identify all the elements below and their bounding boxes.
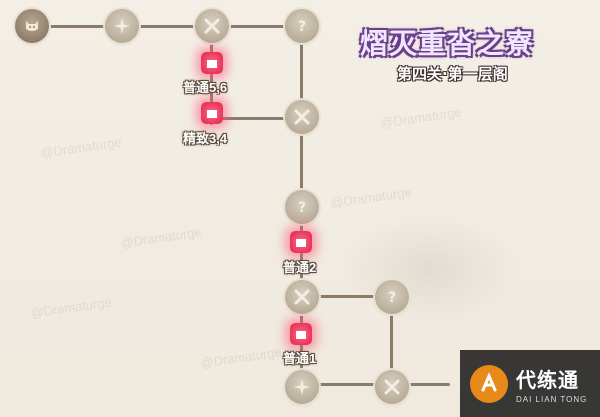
cat-icon: [26, 21, 38, 31]
crossed-swords-icon: [204, 18, 220, 34]
watermark: @Dramaturge: [329, 184, 413, 211]
chest-badge[interactable]: [290, 231, 312, 253]
chest-icon: [296, 331, 306, 339]
path-line: [210, 25, 213, 125]
chest-icon: [207, 60, 217, 68]
watermark: @Dramaturge: [119, 224, 203, 251]
watermark: @Dramaturge: [379, 104, 463, 131]
watermark: @Dramaturge: [199, 344, 283, 371]
site-logo: 代练通 DAI LIAN TONG: [460, 350, 600, 417]
compass-icon: [114, 18, 130, 34]
chest-icon: [207, 110, 217, 118]
crossed-swords-icon: [294, 289, 310, 305]
path-line: [40, 25, 302, 28]
logo-mark-icon: [470, 364, 508, 403]
path-line: [300, 295, 392, 298]
label-normal-1: 普通1: [283, 351, 317, 366]
compass-node[interactable]: [285, 370, 319, 404]
battle-node[interactable]: [375, 370, 409, 404]
question-icon: ?: [298, 19, 306, 35]
compass-node[interactable]: [105, 9, 139, 43]
svg-text:?: ?: [298, 19, 306, 35]
chest-badge[interactable]: [290, 323, 312, 345]
label-normal-2: 普通2: [283, 260, 317, 275]
compass-icon: [294, 379, 310, 395]
battle-node[interactable]: [195, 9, 229, 43]
battle-node[interactable]: [285, 100, 319, 134]
mystery-node[interactable]: ?: [375, 280, 409, 314]
svg-text:?: ?: [298, 200, 306, 216]
path-line: [210, 117, 302, 120]
stage-title: 熠灭重沓之寮: [360, 27, 535, 60]
chest-icon: [296, 239, 306, 247]
mystery-node[interactable]: ?: [285, 190, 319, 224]
chest-badge[interactable]: [201, 52, 223, 74]
watermark: @Dramaturge: [39, 134, 123, 161]
crossed-swords-icon: [384, 379, 400, 395]
path-line: [390, 295, 393, 385]
logo-sub-text: DAI LIAN TONG: [516, 394, 588, 404]
chest-badge[interactable]: [201, 102, 223, 124]
start-cat-node[interactable]: [15, 9, 49, 43]
question-icon: ?: [298, 200, 306, 216]
crossed-swords-icon: [294, 109, 310, 125]
watermark: @Dramaturge: [29, 294, 113, 321]
label-elite-34: 精致3,4: [183, 131, 228, 146]
stage-subtitle: 第四关·第一层阁: [397, 65, 508, 83]
svg-text:?: ?: [388, 290, 396, 306]
label-normal-56: 普通5,6: [183, 80, 228, 95]
question-icon: ?: [388, 290, 396, 306]
battle-node[interactable]: [285, 280, 319, 314]
mystery-node[interactable]: ?: [285, 9, 319, 43]
logo-main-text: 代练通: [516, 367, 579, 392]
